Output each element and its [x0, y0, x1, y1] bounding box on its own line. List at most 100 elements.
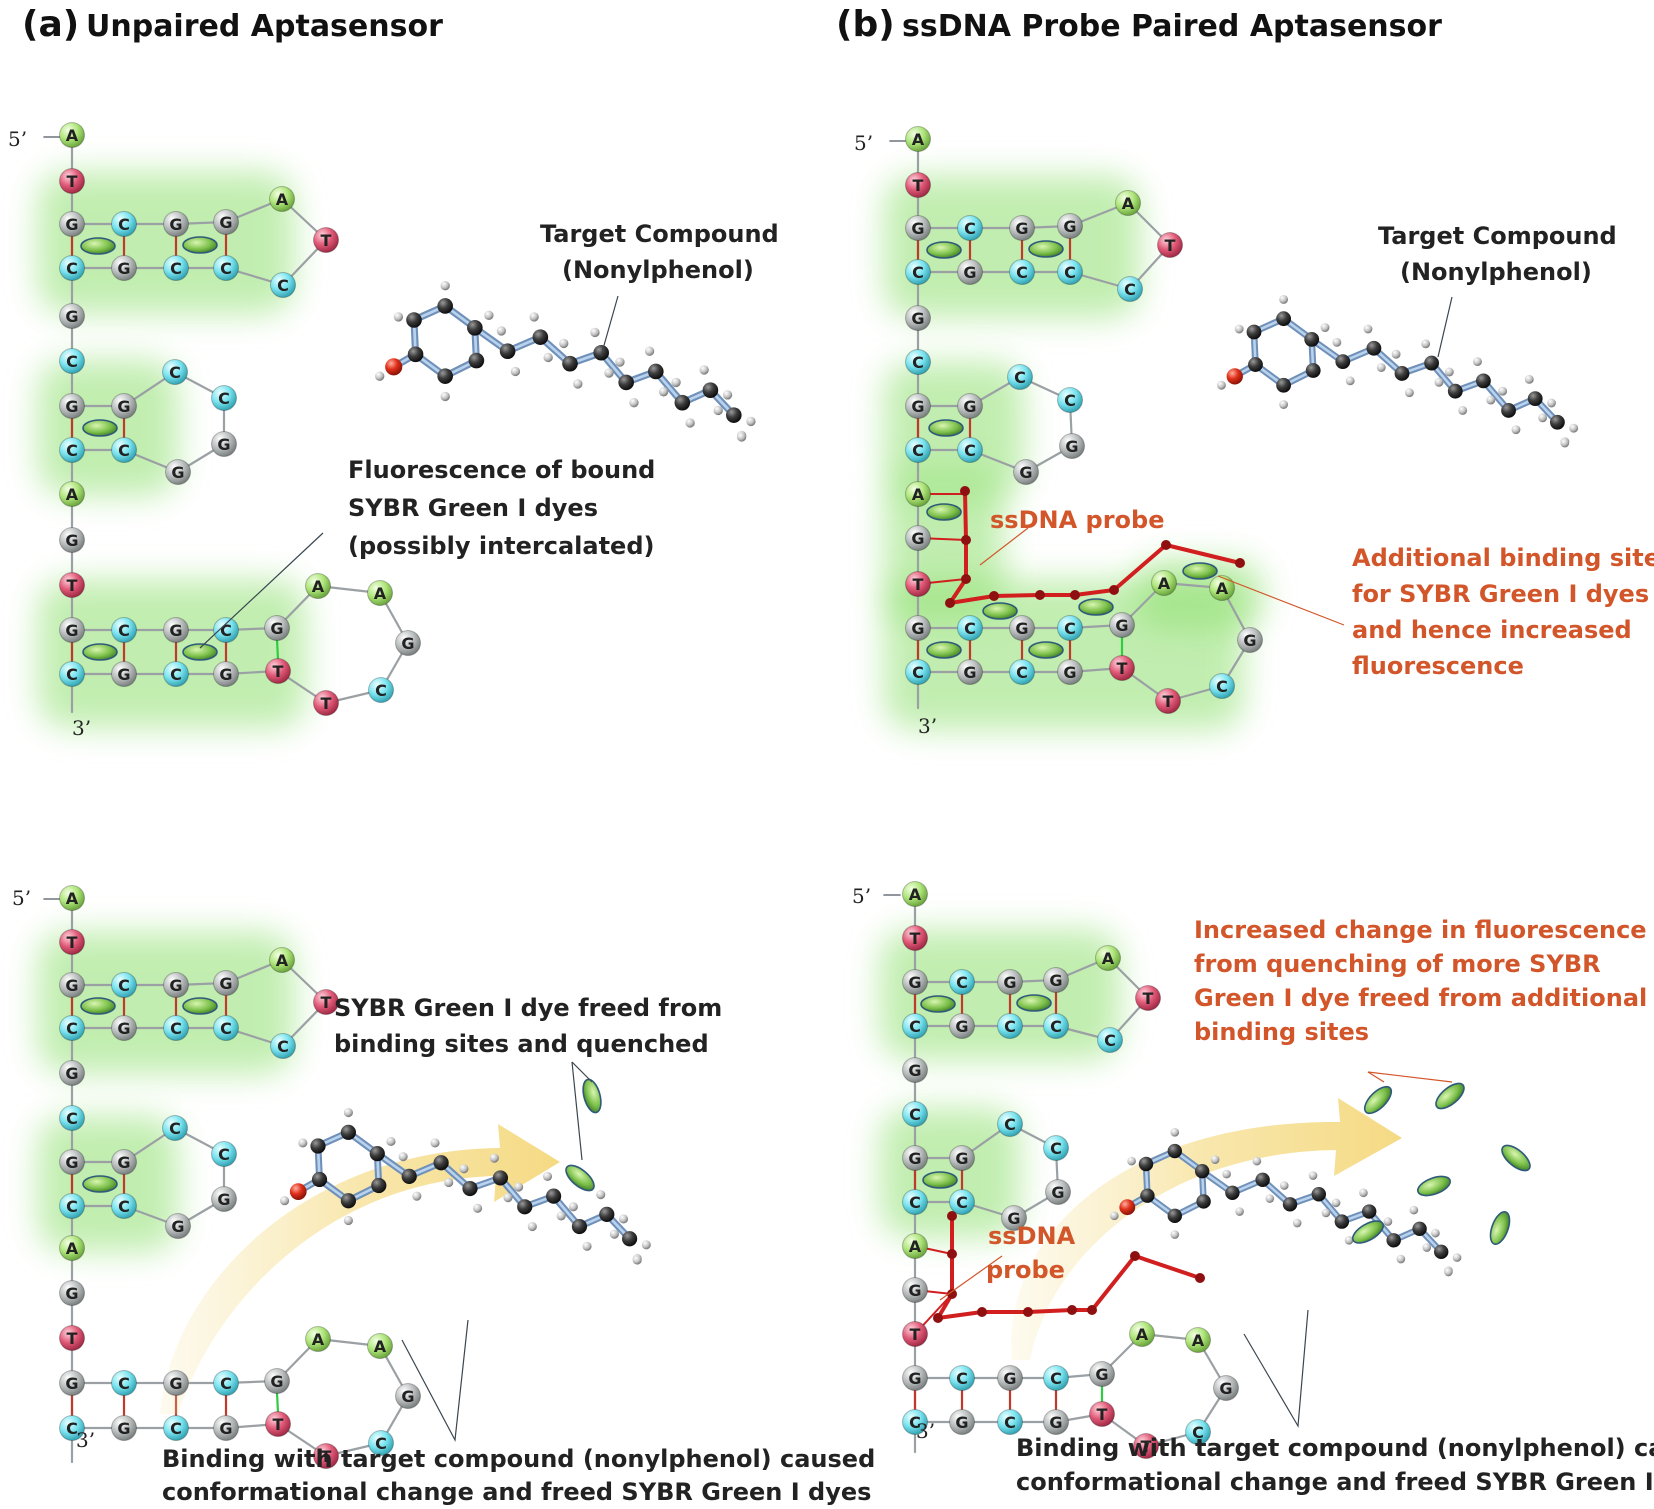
nucleotide-C: C	[59, 437, 85, 463]
svg-text:G: G	[963, 663, 976, 682]
nucleotide-C: C	[270, 272, 296, 298]
nucleotide-T: T	[1157, 232, 1183, 258]
nucleotide-G: G	[111, 1149, 137, 1175]
svg-text:G: G	[1015, 619, 1028, 638]
nucleotide-C: C	[59, 255, 85, 281]
svg-text:C: C	[964, 441, 976, 460]
nucleotide-G: G	[1109, 612, 1135, 638]
svg-text:C: C	[912, 441, 924, 460]
hydrogen-atom	[1127, 1156, 1136, 1166]
nucleotide-T: T	[905, 571, 931, 597]
nucleotide-T: T	[59, 929, 85, 955]
svg-text:G: G	[65, 1284, 78, 1303]
svg-text:A: A	[66, 1239, 79, 1258]
svg-text:G: G	[217, 435, 230, 454]
nucleotide-G: G	[59, 1280, 85, 1306]
svg-text:C: C	[66, 352, 78, 371]
sybr-dye-icon	[182, 236, 218, 254]
carbon-atom	[1527, 391, 1543, 406]
nucleotide-G: G	[111, 255, 137, 281]
svg-text:A: A	[276, 190, 289, 209]
hydrogen-atom	[1252, 1156, 1262, 1166]
svg-text:G: G	[117, 1019, 130, 1038]
nucleotide-C: C	[111, 211, 137, 237]
sybr-dye-icon	[1078, 598, 1114, 616]
carbon-atom	[401, 1168, 417, 1184]
svg-text:T: T	[1117, 659, 1128, 678]
leader-line	[401, 1319, 469, 1443]
svg-text:C: C	[66, 259, 78, 278]
svg-text:C: C	[1004, 1017, 1016, 1036]
svg-text:C: C	[1216, 677, 1228, 696]
leader-line	[1217, 575, 1345, 626]
nucleotide-C: C	[270, 1033, 296, 1059]
svg-text:G: G	[1003, 1369, 1016, 1388]
svg-text:A: A	[66, 889, 79, 908]
nucleotide-T: T	[313, 690, 339, 716]
release-arrow	[160, 1124, 560, 1414]
hydrogen-atom	[699, 365, 709, 375]
hydrogen-atom	[543, 352, 553, 363]
hydrogen-atom	[484, 310, 494, 320]
nucleotide-G: G	[1213, 1375, 1239, 1401]
svg-text:G: G	[908, 973, 921, 992]
nucleotide-G: G	[1009, 215, 1035, 241]
ssdna-probe-strand	[948, 490, 1241, 605]
leader-line	[571, 1061, 583, 1161]
carbon-atom	[1167, 1143, 1182, 1159]
nucleotide-C: C	[59, 661, 85, 687]
sybr-dye-icon	[1182, 562, 1218, 580]
nucleotide-G: G	[957, 259, 983, 285]
carbon-atom	[1248, 357, 1263, 372]
svg-text:C: C	[218, 389, 230, 408]
nucleotide-G: G	[163, 1370, 189, 1396]
carbon-atom	[562, 355, 578, 372]
nucleotide-G: G	[165, 1213, 191, 1239]
carbon-atom	[1386, 1233, 1401, 1248]
nucleotide-C: C	[1057, 259, 1083, 285]
nucleotide-A: A	[905, 126, 931, 152]
carbon-atom	[467, 320, 483, 336]
hydrogen-atom	[644, 346, 655, 356]
svg-text:G: G	[270, 1372, 283, 1391]
svg-text:T: T	[1143, 989, 1154, 1008]
nucleotide-G: G	[111, 661, 137, 687]
nucleotide-C: C	[1043, 1135, 1069, 1161]
svg-text:C: C	[1004, 1413, 1016, 1432]
svg-text:C: C	[1016, 663, 1028, 682]
probe-bead	[1023, 1307, 1033, 1317]
carbon-atom	[1246, 324, 1262, 340]
nucleotide-G: G	[949, 1145, 975, 1171]
svg-text:C: C	[909, 1193, 921, 1212]
nucleotide-A: A	[902, 881, 928, 907]
nucleotide-G: G	[902, 1145, 928, 1171]
increased-label-line2: from quenching of more SYBR	[1194, 950, 1601, 978]
hydrogen-atom	[1308, 1171, 1318, 1180]
ssdna-probe-label-bottom-line1: ssDNA	[988, 1222, 1076, 1250]
sybr-dye-icon	[1489, 1210, 1511, 1246]
nucleotide-G: G	[1057, 213, 1083, 239]
svg-text:G: G	[1015, 219, 1028, 238]
nucleotide-A: A	[269, 186, 295, 212]
probe-bead	[947, 1289, 957, 1299]
carbon-atom	[1225, 1185, 1240, 1200]
three-prime-label-a-bottom: 3’	[76, 1428, 95, 1452]
hydrogen-atom	[1409, 1205, 1419, 1215]
hydrogen-atom	[298, 1138, 308, 1148]
svg-text:C: C	[169, 1119, 181, 1138]
svg-text:C: C	[1004, 1115, 1016, 1134]
nucleotide-C: C	[162, 359, 188, 385]
nucleotide-C: C	[111, 1370, 137, 1396]
nucleotide-A: A	[1115, 190, 1141, 216]
nucleotide-G: G	[957, 659, 983, 685]
nucleotide-A: A	[269, 947, 295, 973]
nonylphenol-molecule-icon	[375, 281, 756, 442]
nucleotide-C: C	[902, 1189, 928, 1215]
binding-label-a-line1: Binding with target compound (nonylpheno…	[162, 1445, 875, 1473]
nucleotide-T: T	[265, 658, 291, 684]
nucleotide-C: C	[902, 1013, 928, 1039]
sybr-dye-icon	[982, 602, 1018, 620]
additional-sites-label-line4: fluorescence	[1352, 652, 1524, 680]
sybr-dye-icon	[926, 641, 962, 659]
